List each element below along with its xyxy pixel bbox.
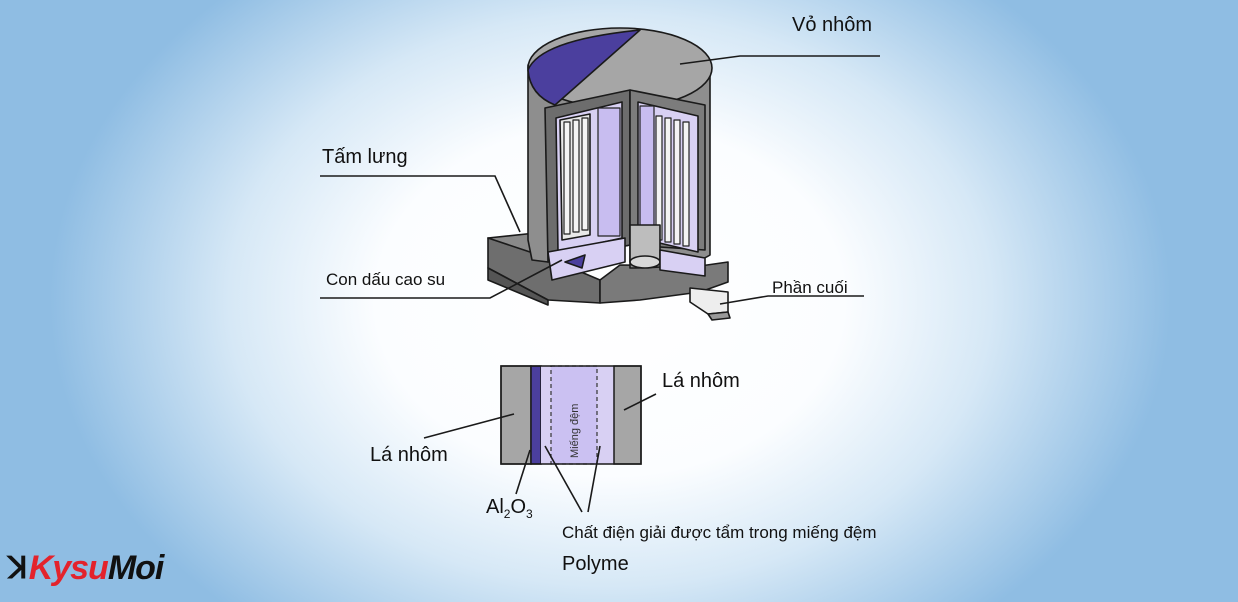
capacitor-cutaway	[487, 27, 731, 321]
leader-lines-bottom	[423, 393, 657, 513]
label-electrolyte: Chất điện giải được tẩm trong miếng đệm	[562, 523, 877, 542]
logo-mark-icon: ꓘ	[8, 551, 28, 585]
separator-label: Miếng đệm	[569, 404, 581, 458]
cross-section	[500, 365, 642, 465]
leader-lines-top	[320, 55, 880, 305]
logo-text-kysu: Kysu	[28, 548, 109, 587]
oxide-al: Al	[486, 496, 504, 518]
oxide-o: O	[510, 496, 527, 518]
label-foil-right: Lá nhôm	[662, 370, 740, 392]
label-backing-plate: Tấm lưng	[322, 146, 408, 168]
logo-text-moi: Moi	[107, 548, 165, 587]
label-polymer: Polyme	[562, 553, 629, 575]
oxide-sub-3: 3	[526, 507, 533, 521]
oxide-sub-2: 2	[503, 507, 511, 521]
label-terminal: Phần cuối	[772, 278, 848, 297]
label-oxide: Al2O3	[486, 496, 533, 521]
label-foil-left: Lá nhôm	[370, 444, 448, 466]
label-rubber-seal: Con dấu cao su	[326, 270, 446, 289]
label-aluminum-case: Vỏ nhôm	[792, 14, 873, 36]
